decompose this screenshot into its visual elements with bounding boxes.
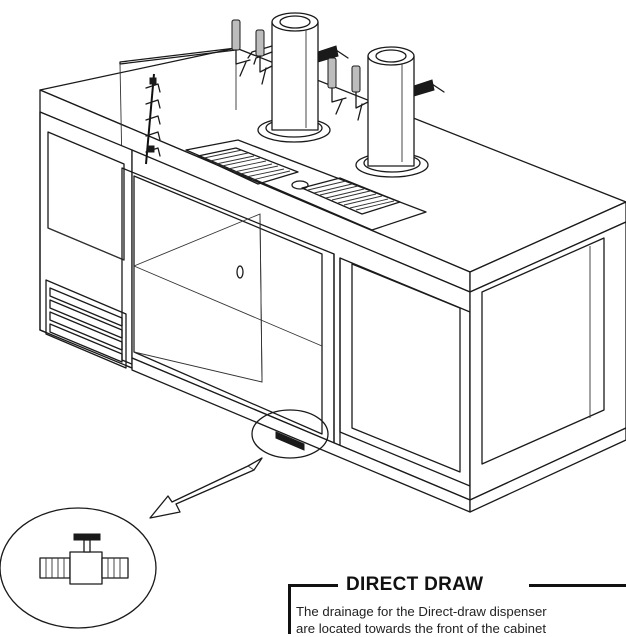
faucet-right <box>351 65 369 121</box>
cabinet-base <box>39 329 626 513</box>
drain-location-marker <box>251 409 329 459</box>
faucet-left <box>327 57 347 115</box>
drip-tray <box>185 139 427 231</box>
cabinet-front <box>121 149 471 501</box>
draft-beer-tower-icon <box>327 46 445 178</box>
vent-grille <box>45 279 127 369</box>
callout-line-2: are located towards the front of the cab… <box>296 621 546 636</box>
callout-title: DIRECT DRAW <box>346 574 484 595</box>
direct-draw-callout: DIRECT DRAW The drainage for the Direct-… <box>288 566 626 637</box>
drain-valve-icon <box>39 533 129 585</box>
callout-frame-top-left <box>288 584 338 587</box>
draft-beer-tower-icon <box>231 12 349 143</box>
callout-frame-left <box>288 584 291 634</box>
callout-frame-top-right <box>529 584 626 587</box>
cabinet-right-side <box>469 221 626 501</box>
faucet-right <box>255 29 273 85</box>
callout-body: The drainage for the Direct-draw dispens… <box>296 603 626 637</box>
drip-tray-grate-right <box>307 180 395 211</box>
drip-tray-grate-left <box>203 149 291 181</box>
faucet-left <box>231 19 273 77</box>
keg-line-manifold <box>145 73 161 165</box>
drain-detail-callout <box>0 507 157 629</box>
callout-line-1: The drainage for the Direct-draw dispens… <box>296 604 547 619</box>
callout-arrow-icon <box>149 457 263 519</box>
